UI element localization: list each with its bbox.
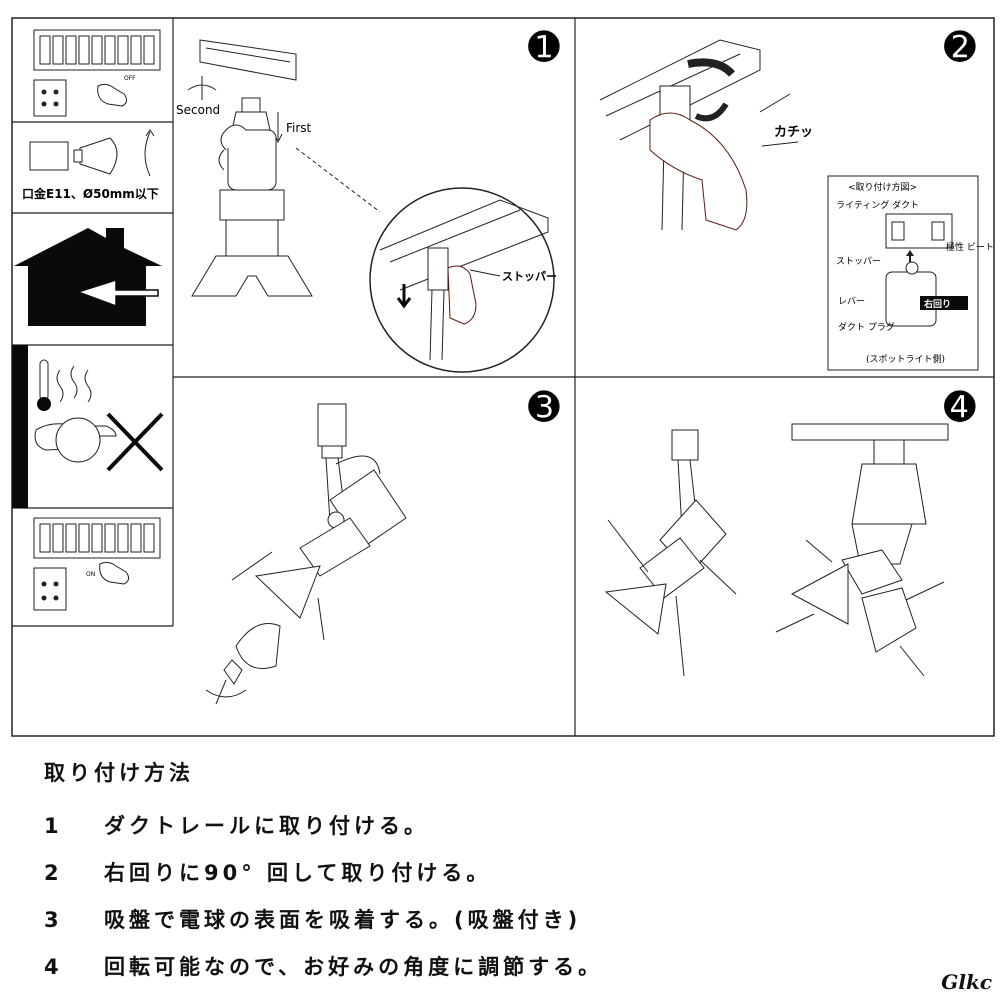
panel-4: ➍ xyxy=(604,385,976,677)
heat-warning-icon xyxy=(12,345,164,508)
signature: Glkc xyxy=(941,970,992,994)
panel-2: ➋ カチッ <取り付け方図> ライティング ダクト 極性 ビート ストッパー 右… xyxy=(599,25,994,371)
step-3-text: 吸盤で電球の表面を吸着する。(吸盤付き) xyxy=(104,908,582,932)
step-2-number: 2 xyxy=(44,861,63,885)
inset-title: <取り付け方図> xyxy=(848,181,917,193)
step-3-number: 3 xyxy=(44,908,63,932)
step-3: 3 吸盤で電球の表面を吸着する。(吸盤付き) xyxy=(44,905,944,935)
click-sound: カチッ xyxy=(774,125,813,140)
inset-duct: ライティング ダクト xyxy=(836,199,919,211)
step-4: 4 回転可能なので、お好みの角度に調節する。 xyxy=(44,952,944,982)
off-label: OFF xyxy=(124,75,136,82)
inset-side: (スポットライト側) xyxy=(866,353,945,365)
stopper-label: ストッパー xyxy=(502,270,557,283)
inset-rotate: 右回り xyxy=(923,298,951,310)
panel-3: ➌ xyxy=(205,385,560,705)
breaker-on-icon: ON xyxy=(33,517,161,611)
step-4-text: 回転可能なので、お好みの角度に調節する。 xyxy=(104,955,604,979)
panel-1-badge: ➊ xyxy=(528,25,560,69)
first-label: First xyxy=(286,121,312,135)
bulb-spec-icon: 口金E11、Ø50mm以下 xyxy=(22,129,159,201)
inset-lever: レバー xyxy=(838,296,865,307)
inset-plug: ダクト プラグ xyxy=(838,321,895,333)
panel-4-badge: ➍ xyxy=(944,385,976,429)
sidebar: OFF 口金E11、Ø50mm以下 xyxy=(12,29,173,627)
step-2-text: 右回りに90° 回して取り付ける。 xyxy=(104,861,492,885)
inset-stopper: ストッパー xyxy=(836,256,881,267)
panel-1: ➊ Second First スト xyxy=(176,25,560,373)
instructions-title: 取り付け方法 xyxy=(44,761,194,785)
panel-3-badge: ➌ xyxy=(528,385,560,429)
on-label: ON xyxy=(86,571,95,578)
step-1-number: 1 xyxy=(44,814,63,838)
step-4-number: 4 xyxy=(44,955,63,979)
step-2: 2 右回りに90° 回して取り付ける。 xyxy=(44,858,944,888)
second-label: Second xyxy=(176,103,220,117)
inset-polarity: 極性 ビート xyxy=(946,241,994,253)
installation-diagram: OFF 口金E11、Ø50mm以下 xyxy=(11,17,995,737)
mounting-inset: <取り付け方図> ライティング ダクト 極性 ビート ストッパー 右回り レバー… xyxy=(827,175,994,371)
base-spec: 口金E11、Ø50mm以下 xyxy=(22,186,159,201)
breaker-off-icon: OFF xyxy=(33,29,161,117)
step-1: 1 ダクトレールに取り付ける。 xyxy=(44,811,944,841)
indoor-house-icon xyxy=(14,228,162,326)
instructions: 取り付け方法 1 ダクトレールに取り付ける。 2 右回りに90° 回して取り付け… xyxy=(44,758,944,999)
panel-2-badge: ➋ xyxy=(944,25,976,69)
step-1-text: ダクトレールに取り付ける。 xyxy=(104,814,429,838)
